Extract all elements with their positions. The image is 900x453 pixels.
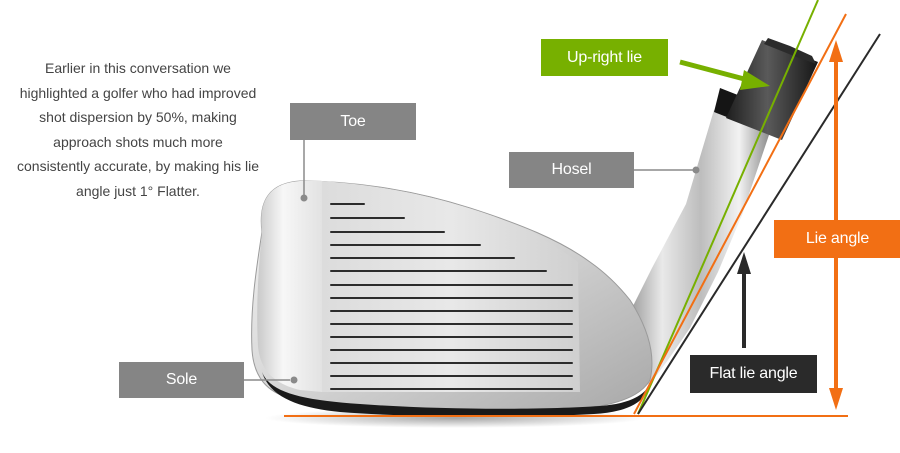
club-face: [322, 181, 580, 392]
lie-angle-line: [633, 13, 847, 415]
sole-leader-dot: [290, 376, 298, 384]
lie-angle-arrow: [829, 40, 843, 410]
sole-band: [262, 372, 650, 417]
toe-label: Toe: [290, 103, 416, 140]
hosel-leader-dot: [692, 166, 700, 174]
flat-lie-angle-label: Flat lie angle: [690, 355, 817, 393]
intro-paragraph: Earlier in this conversation we highligh…: [17, 60, 259, 199]
leader-lines: [244, 140, 694, 381]
upright-lie-label: Up-right lie: [541, 39, 668, 76]
upright-lie-line: [637, 0, 819, 415]
shaft-top-cap: [764, 38, 816, 64]
toe-area: [257, 181, 322, 392]
hosel-shape: [616, 110, 770, 388]
face-grooves: [330, 203, 573, 390]
shaft-top: [726, 40, 818, 140]
lie-angle-label: Lie angle: [774, 220, 900, 258]
upright-lie-arrow: [679, 59, 770, 90]
hosel-label: Hosel: [509, 152, 634, 188]
sole-label: Sole: [119, 362, 244, 398]
toe-leader-dot: [300, 194, 308, 202]
flat-lie-arrow: [737, 252, 751, 348]
flat-lie-line: [637, 33, 881, 415]
